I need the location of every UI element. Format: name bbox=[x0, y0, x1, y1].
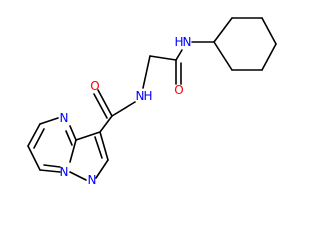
bond-c3a-n4 bbox=[69, 125, 77, 141]
bond-c7-n7a bbox=[39, 169, 61, 173]
molecule-diagram: N H O N H O N N N bbox=[27, 17, 277, 187]
bond-c3-c3a bbox=[75, 131, 101, 141]
atom-label-o-carboxamide: O bbox=[90, 79, 99, 93]
bond-carboxamide-c3 bbox=[99, 115, 113, 133]
atom-label-layer: N H O N H O N N N bbox=[60, 35, 192, 187]
atom-label-n-bridge: N bbox=[60, 165, 69, 179]
atom-label-h-linker: H bbox=[143, 89, 152, 103]
bond-co-left-b bbox=[93, 93, 108, 119]
bond-c7-n7a-inner bbox=[43, 164, 61, 168]
bond-c5-c6-inner bbox=[33, 128, 45, 149]
bond-carbonyl-ch2 bbox=[149, 55, 177, 61]
atom-label-n-ring-4: N bbox=[60, 111, 69, 125]
structure-canvas: N H O N H O N N N bbox=[27, 17, 277, 187]
bond-cyclohexyl-6 bbox=[213, 41, 233, 71]
atom-label-n-linker: N bbox=[136, 89, 145, 103]
atom-label-o-amide-right: O bbox=[174, 83, 183, 97]
bond-nh-carboxamide bbox=[111, 101, 136, 117]
bond-ch2-nh bbox=[142, 55, 151, 89]
bond-cyclohexyl-1 bbox=[213, 17, 233, 43]
bond-co-left-a bbox=[97, 89, 113, 117]
bond-cyclohexyl-4 bbox=[261, 43, 277, 71]
bond-layer bbox=[27, 17, 277, 181]
atom-label-n-cyclohexyl: N bbox=[183, 35, 192, 49]
bond-c3-c2 bbox=[99, 131, 109, 161]
bond-n4-c5 bbox=[39, 117, 59, 125]
bond-c6-c7 bbox=[27, 145, 41, 171]
bond-c2-n1 bbox=[95, 159, 109, 179]
bond-c3a-n4-inner bbox=[65, 130, 73, 146]
bond-n1-n7a bbox=[69, 171, 87, 181]
bond-n7a-c3a bbox=[69, 139, 77, 163]
atom-label-n-pyrazole: N bbox=[88, 173, 97, 187]
bond-c3-c2-inner bbox=[94, 136, 103, 159]
bond-c5-c6 bbox=[27, 123, 41, 147]
bond-cyclohexyl-3 bbox=[261, 17, 277, 45]
bond-nh-carbonyl bbox=[175, 49, 183, 61]
atom-label-h-cyclohexyl: H bbox=[174, 35, 183, 49]
